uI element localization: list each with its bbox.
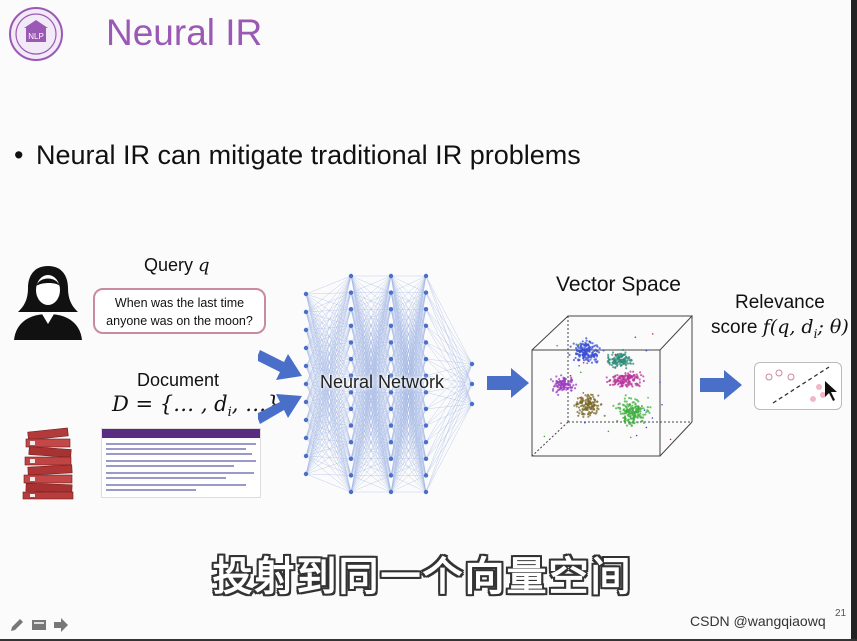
query-text-line1: When was the last time: [114, 296, 245, 310]
slide-title: Neural IR: [106, 12, 263, 53]
pen-icon[interactable]: [8, 616, 26, 634]
screen-icon[interactable]: [30, 616, 48, 634]
slide-toolbar: [8, 616, 70, 634]
relevance-score-plot: [754, 362, 842, 410]
bullet-text: Neural IR can mitigate traditional IR pr…: [36, 140, 581, 170]
logo-text: NLP: [28, 32, 44, 41]
books-icon: [22, 427, 74, 500]
neural-network-diagram: [303, 273, 475, 495]
query-label: Query q: [144, 255, 210, 276]
query-arrow-icon: [258, 350, 302, 380]
neural-network-label: Neural Network: [320, 372, 445, 392]
document-label: Document: [137, 370, 220, 390]
university-logo: NLP: [9, 7, 63, 61]
mouse-cursor-icon: [825, 381, 837, 401]
vector-space-label: Vector Space: [556, 273, 681, 296]
query-box: When was the last time anyone was on the…: [93, 288, 266, 334]
window-edge: [851, 0, 857, 641]
relevance-score-formula: score f(q, di; θ): [711, 316, 849, 341]
csdn-watermark: CSDN @wangqiaowq: [690, 613, 826, 629]
input-arrows: [258, 350, 302, 424]
person-icon: [14, 266, 82, 340]
bullet-dot: •: [14, 140, 24, 170]
vector-space-cube: [531, 315, 694, 457]
next-arrow-icon[interactable]: [52, 616, 70, 634]
bullet-point: • Neural IR can mitigate traditional IR p…: [14, 140, 581, 171]
page-number: 21: [835, 608, 847, 619]
document-arrow-icon: [258, 394, 302, 424]
arrow-to-vector-space-icon: [487, 368, 529, 398]
window-bottom-edge: [0, 639, 857, 641]
document-formula: D = {… , di, …}: [112, 392, 280, 421]
video-subtitle: 投射到同一个向量空间: [212, 555, 633, 599]
arrow-to-relevance-icon: [700, 370, 742, 400]
query-text-line2: anyone was on the moon?: [106, 314, 253, 328]
document-thumbnail: [101, 428, 261, 498]
relevance-label: Relevance: [735, 292, 825, 313]
